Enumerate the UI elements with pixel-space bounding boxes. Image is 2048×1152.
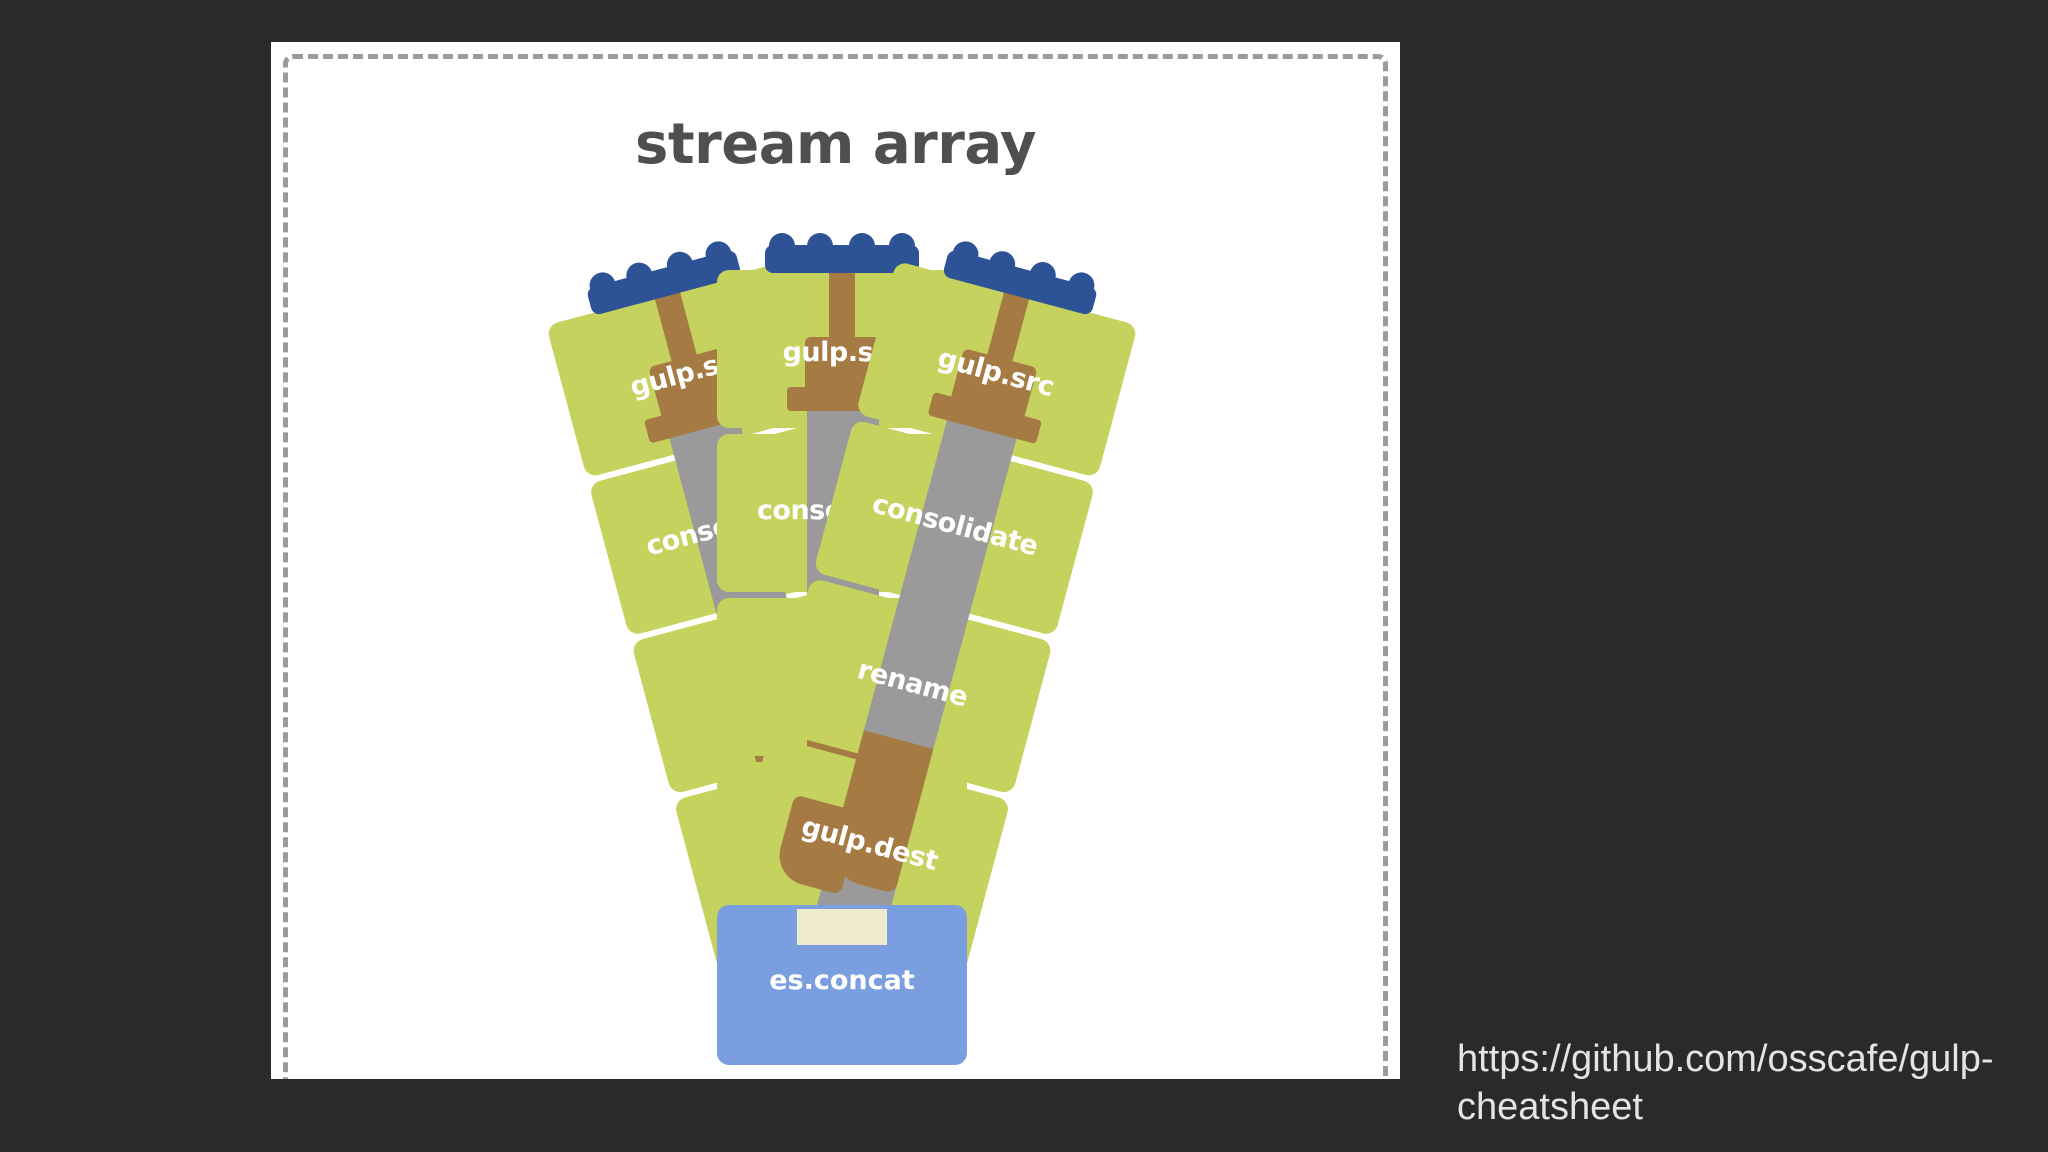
- tap-valve-icon: [765, 233, 919, 273]
- concat-box: es.concat: [717, 905, 967, 1065]
- valve-wheel-bump: [807, 233, 833, 259]
- valve-wheel-bump: [663, 248, 696, 281]
- source-link[interactable]: https://github.com/osscafe/gulp-cheatshe…: [1457, 1038, 1994, 1128]
- valve-wheel-bump: [586, 269, 619, 302]
- valve-wheel-bump: [1026, 259, 1059, 291]
- concat-funnel-icon: [797, 909, 887, 945]
- valve-wheel-bump: [889, 233, 915, 259]
- valve-wheel-bump: [623, 259, 656, 292]
- valve-wheel-bump: [1065, 269, 1098, 302]
- valve-wheel-bump: [849, 233, 875, 259]
- diagram-image: stream array gulp.srcconsolidaterenamegu…: [271, 42, 1400, 1079]
- diagram-title: stream array: [635, 112, 1036, 177]
- concat-label: es.concat: [769, 965, 915, 996]
- valve-wheel-bump: [986, 248, 1019, 281]
- valve-wheel-bump: [949, 238, 982, 271]
- valve-wheel-bump: [769, 233, 795, 259]
- dashed-frame: [283, 54, 1388, 1079]
